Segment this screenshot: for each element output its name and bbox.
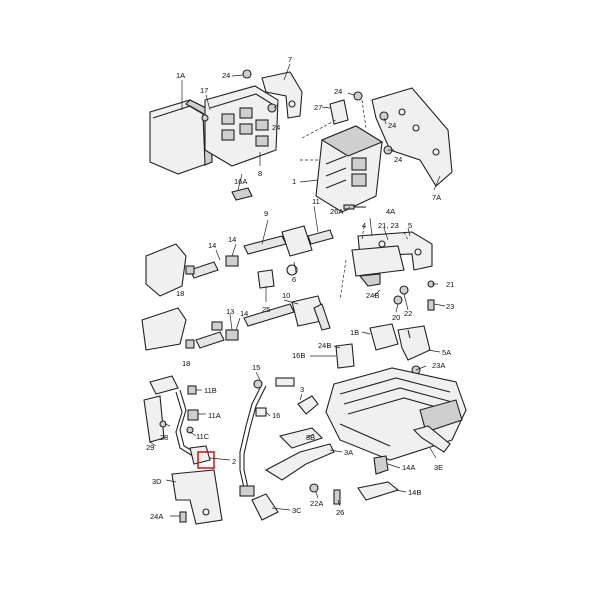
label-3C: 3C (292, 506, 302, 515)
label-9: 9 (264, 209, 268, 218)
label-4: 4 (362, 221, 366, 230)
relay-dash-lines (339, 225, 409, 301)
ecu-bracket-7A[interactable] (371, 87, 453, 187)
label-24: 24 (394, 155, 402, 164)
label-3B: 3B (306, 433, 315, 442)
screw-26A[interactable] (343, 204, 366, 210)
label-3: 3 (300, 385, 304, 394)
control-unit-bracket[interactable] (204, 85, 279, 167)
label-16A: 16A (234, 177, 247, 186)
bracket-7[interactable] (261, 71, 303, 119)
label-3D: 3D (152, 477, 162, 486)
engine-control-unit[interactable] (315, 125, 384, 213)
label-27: 27 (314, 103, 322, 112)
sensor-16B[interactable] (335, 343, 355, 369)
oxygen-sensor-1-lead[interactable] (149, 375, 211, 465)
label-25: 25 (262, 305, 270, 314)
heat-shield-3A[interactable] (264, 443, 335, 481)
clip-11A-11B-11C[interactable] (186, 385, 199, 434)
label-11C: 11C (196, 432, 210, 441)
highlighted-connector[interactable] (197, 451, 215, 469)
control-unit-cover[interactable] (149, 99, 213, 175)
relay-4-bracket[interactable] (351, 231, 433, 287)
bracket-3D[interactable] (171, 469, 223, 525)
label-2: 2 (232, 457, 236, 466)
label-13: 13 (226, 307, 234, 316)
relay-16A[interactable] (231, 187, 253, 201)
label-14: 14 (208, 241, 216, 250)
label-26A: 26A (330, 207, 343, 216)
label-24: 24 (334, 87, 342, 96)
label-3E: 3E (434, 463, 443, 472)
label-22: 22 (404, 309, 412, 318)
leader-lines (149, 63, 446, 517)
bolt-24-top[interactable] (201, 69, 277, 122)
ecu-cover-27[interactable] (329, 99, 349, 125)
label-24B: 24B (366, 291, 379, 300)
label-23: 23 (446, 302, 454, 311)
label-14: 14 (240, 309, 248, 318)
label-14A: 14A (402, 463, 415, 472)
screw-26-22A[interactable] (309, 483, 341, 505)
valve-13[interactable] (185, 321, 239, 349)
bolt-24A[interactable] (179, 511, 187, 523)
clip-6-25[interactable] (257, 264, 298, 289)
label-21: 21 (446, 280, 454, 289)
label-11B: 11B (204, 386, 217, 395)
vacuum-hose-9[interactable] (243, 225, 334, 257)
bracket-14B[interactable] (357, 481, 400, 501)
label-23A: 23A (432, 361, 445, 370)
label-3A: 3A (344, 448, 353, 457)
label-7: 7 (288, 55, 292, 64)
label-5A: 5A (442, 348, 451, 357)
label-16B: 16B (292, 351, 305, 360)
bracket-29-28[interactable] (143, 395, 167, 443)
oxygen-sensor-2[interactable] (239, 377, 295, 497)
label-24B: 24B (318, 341, 331, 350)
label-24: 24 (388, 121, 396, 130)
label-10: 10 (282, 291, 290, 300)
label-7A: 7A (432, 193, 441, 202)
label-6: 6 (292, 275, 296, 284)
label-1B: 1B (350, 328, 359, 337)
label-18: 18 (182, 359, 190, 368)
nuts-20-22-21-23[interactable] (393, 280, 435, 311)
label-24: 24 (222, 71, 230, 80)
intake-manifold-fragment-18[interactable] (141, 243, 187, 351)
heat-shield-3[interactable] (278, 395, 324, 449)
label-8: 8 (258, 169, 262, 178)
label-17: 17 (200, 86, 208, 95)
sensor-3E[interactable] (412, 425, 451, 453)
heat-shield-3C[interactable] (251, 493, 279, 521)
label-11: 11 (312, 197, 320, 206)
label-15: 15 (252, 363, 260, 372)
vacuum-hose-10[interactable] (243, 295, 331, 331)
sensor-14A[interactable] (373, 455, 389, 475)
callout-labels: 1A 17 24 7 24 27 24 24 16A 8 1 24 7A 26A… (146, 55, 454, 521)
label-14B: 14B (408, 488, 421, 497)
label-24A: 24A (150, 512, 163, 521)
label-21-23: 21, 23 (378, 221, 399, 230)
label-28: 28 (160, 433, 168, 442)
label-29: 29 (146, 443, 154, 452)
label-11A: 11A (208, 411, 221, 420)
label-4A: 4A (386, 207, 395, 216)
label-18: 18 (176, 289, 184, 298)
label-26: 26 (336, 508, 344, 517)
label-14: 14 (228, 235, 236, 244)
label-5: 5 (408, 221, 412, 230)
assembly-dash-lines (300, 99, 367, 161)
label-24: 24 (272, 123, 280, 132)
label-20: 20 (392, 313, 400, 322)
label-16: 16 (272, 411, 280, 420)
label-1: 1 (292, 177, 296, 186)
label-1A: 1A (176, 71, 185, 80)
label-22A: 22A (310, 499, 323, 508)
valve-14[interactable] (185, 255, 239, 279)
sensor-1B[interactable] (369, 323, 431, 361)
